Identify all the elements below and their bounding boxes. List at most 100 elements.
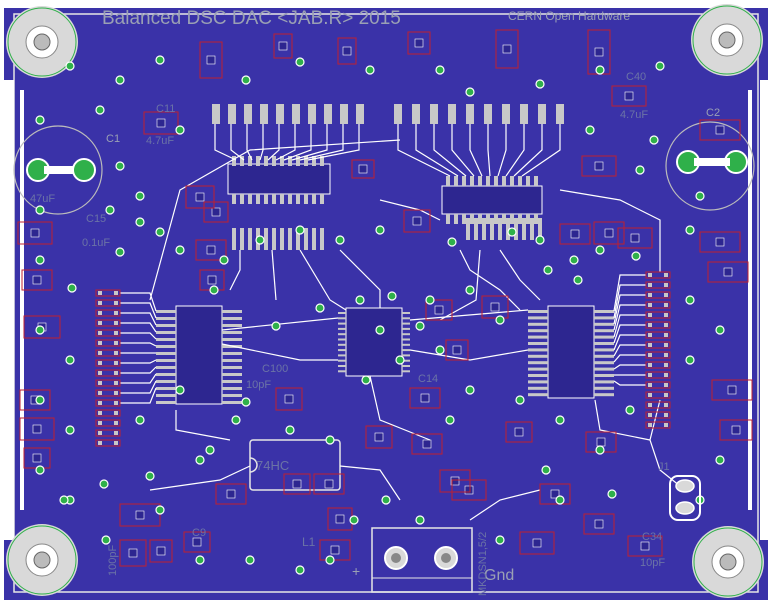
via — [209, 285, 219, 295]
pcb-trace — [120, 312, 157, 326]
via — [415, 515, 425, 525]
c15-value: 0.1uF — [82, 237, 110, 249]
pcb-trace — [307, 124, 360, 161]
pcb-trace — [149, 139, 401, 301]
via — [695, 191, 705, 201]
c15-label: C15 — [86, 213, 106, 225]
via — [65, 61, 75, 71]
via — [95, 105, 105, 115]
component-body — [550, 489, 560, 499]
resistor-outline — [645, 381, 671, 389]
pcb-trace — [613, 274, 646, 312]
via — [219, 255, 229, 265]
header-pad — [556, 104, 564, 124]
pcb-trace — [299, 249, 347, 311]
component-outline — [407, 31, 431, 55]
resistor-outline — [645, 391, 671, 399]
pcb-trace — [613, 334, 646, 351]
resistor-pad — [664, 323, 668, 327]
via — [241, 75, 251, 85]
component-body — [452, 345, 462, 355]
ic-pin — [280, 156, 284, 166]
via — [595, 245, 605, 255]
right-rail-inner — [748, 90, 752, 510]
resistor-pad — [664, 363, 668, 367]
resistor-pad — [114, 421, 118, 425]
header-pad — [448, 104, 456, 124]
via — [65, 355, 75, 365]
soic-pin — [528, 386, 548, 390]
component-body — [420, 393, 430, 403]
component-body — [570, 229, 580, 239]
header-pad — [276, 104, 284, 124]
pcb-trace — [613, 364, 646, 370]
via — [535, 235, 545, 245]
soic-pin — [528, 316, 548, 320]
component-outline — [283, 473, 311, 495]
qfp-pin — [338, 327, 346, 330]
component-outline — [519, 531, 555, 555]
via — [35, 465, 45, 475]
component-body — [414, 38, 424, 48]
component-outline — [451, 479, 487, 501]
resistor-outline — [645, 291, 671, 299]
resistor-outline — [95, 299, 121, 307]
ic-pin — [264, 194, 268, 204]
soic-pin — [528, 367, 548, 371]
resistor-outline — [95, 399, 121, 407]
terminal-block-mkdsn — [371, 527, 473, 593]
via — [35, 255, 45, 265]
pcb-trace — [120, 380, 157, 394]
resistor-pad — [664, 283, 668, 287]
via — [495, 535, 505, 545]
board-subtitle: CERN Open Hardware — [508, 9, 630, 23]
component-outline — [149, 539, 173, 563]
soic-pin — [222, 380, 242, 383]
c34-value: 10pF — [640, 557, 665, 569]
right-ground-rail — [760, 80, 768, 540]
qfp-pin — [338, 317, 346, 320]
via — [135, 191, 145, 201]
component-body — [32, 453, 42, 463]
ic-pin — [280, 228, 284, 250]
resistor-pad — [648, 423, 652, 427]
component-outline — [699, 119, 741, 141]
via — [569, 255, 579, 265]
resistor-outline — [95, 379, 121, 387]
soic-pin — [594, 367, 614, 371]
soic-pin — [222, 387, 242, 390]
via — [507, 227, 517, 237]
component-outline — [19, 389, 51, 411]
resistor-outline — [645, 361, 671, 369]
via — [685, 225, 695, 235]
pcb-trace — [613, 304, 646, 331]
component-body — [715, 125, 725, 135]
resistor-pad — [98, 311, 102, 315]
resistor-pad — [664, 343, 668, 347]
ic-pin — [312, 228, 316, 250]
soic-pin — [222, 366, 242, 369]
ic-pin — [470, 176, 474, 186]
pcb-trace — [120, 292, 157, 312]
pcb-trace — [409, 349, 529, 361]
ic-pin — [518, 176, 522, 186]
header-pad — [412, 104, 420, 124]
via — [325, 555, 335, 565]
via — [387, 291, 397, 301]
soic-pin — [528, 361, 548, 365]
ic-pin — [248, 228, 252, 250]
ic-pin — [446, 214, 450, 224]
resistor-pad — [664, 293, 668, 297]
component-outline — [581, 155, 617, 177]
resistor-pad — [648, 293, 652, 297]
component-outline — [21, 269, 53, 291]
header-pad — [324, 104, 332, 124]
terminal-part-label: MKDSN1,5/2 — [477, 532, 489, 596]
ic-pin — [526, 214, 530, 224]
pcb-trace — [149, 465, 251, 491]
soic-pin — [594, 374, 614, 377]
component-body — [292, 479, 302, 489]
pcb-trace — [120, 373, 157, 384]
resistor-pad — [114, 391, 118, 395]
header-pad — [212, 104, 220, 124]
